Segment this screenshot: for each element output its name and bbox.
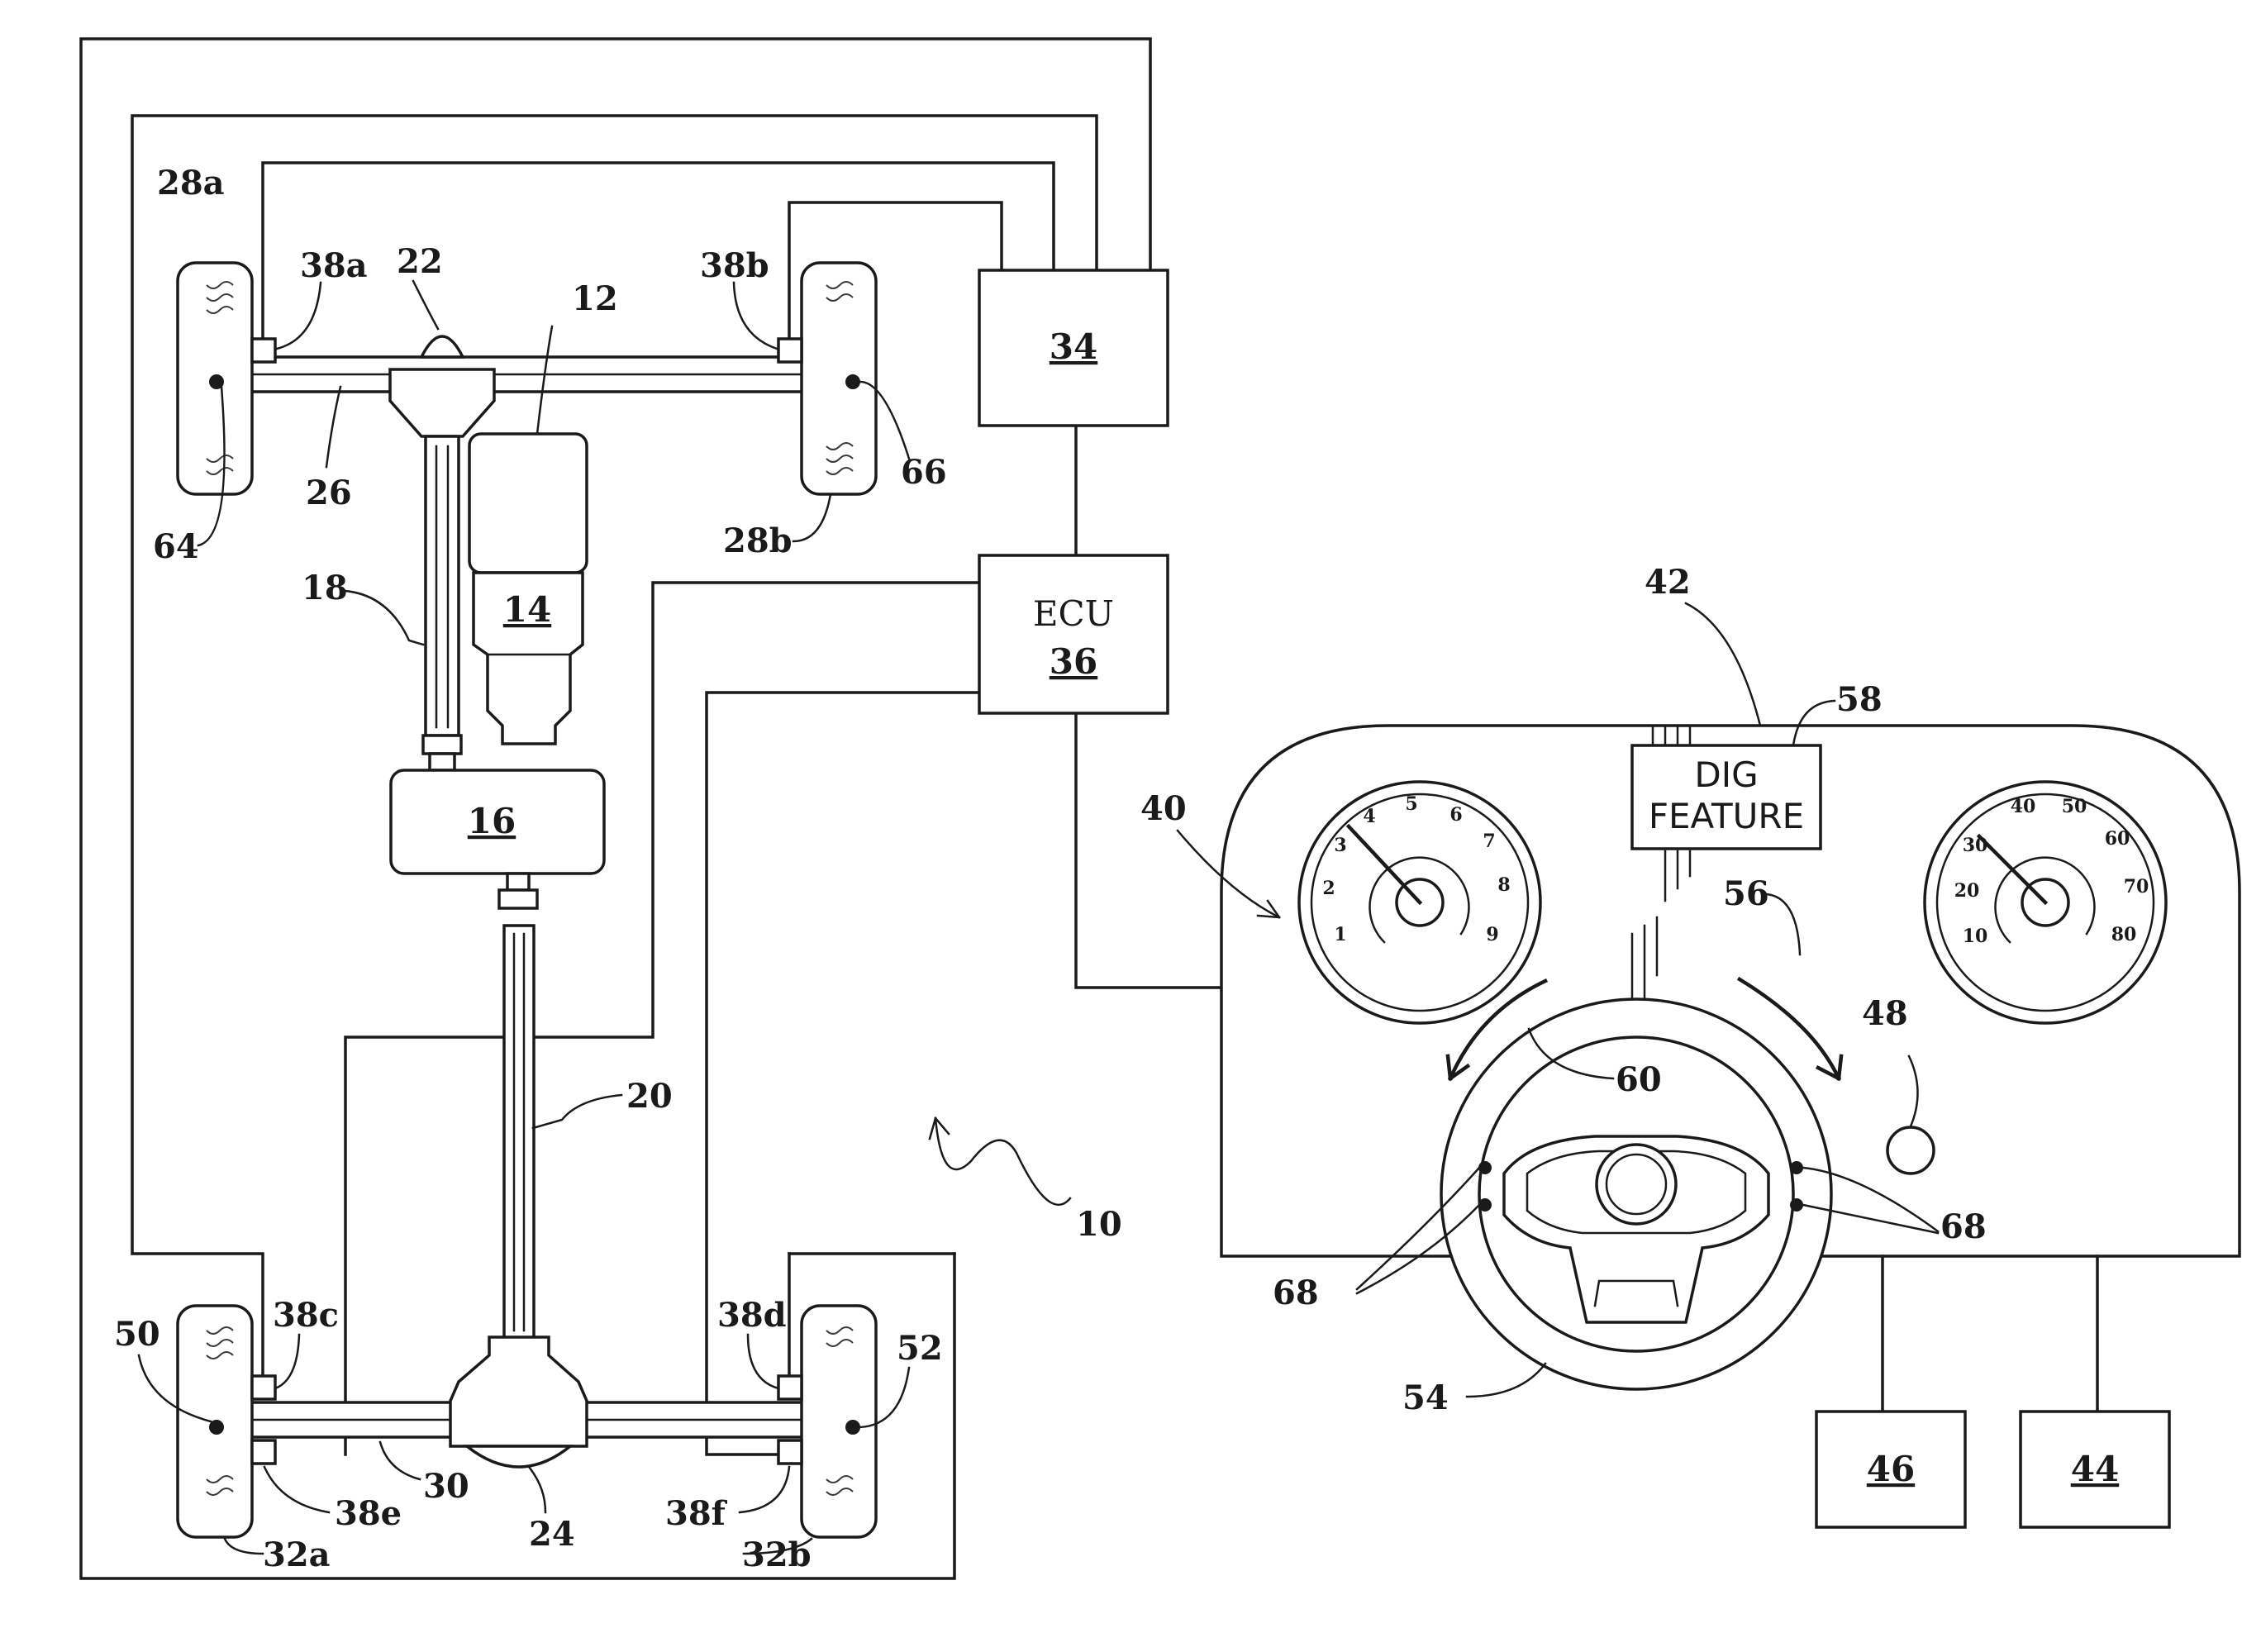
speed-10: 10 <box>1963 926 1988 947</box>
sensor-38f <box>778 1440 802 1464</box>
engine-12 <box>469 434 587 573</box>
box-16-label: 16 <box>468 801 516 841</box>
transfer-case-16: 16 <box>391 770 604 874</box>
label-38f: 38f <box>665 1494 728 1533</box>
label-68-right: 68 <box>1940 1207 1987 1246</box>
tach-6: 6 <box>1449 804 1462 826</box>
box-34-label: 34 <box>1050 326 1097 367</box>
sensor-38e <box>252 1440 275 1464</box>
label-24: 24 <box>529 1515 575 1554</box>
label-68-left: 68 <box>1273 1274 1319 1312</box>
speed-40: 40 <box>2011 796 2036 817</box>
label-28b: 28b <box>723 521 793 560</box>
label-52: 52 <box>897 1329 943 1368</box>
label-56: 56 <box>1723 874 1769 913</box>
rear-driveshaft <box>499 874 537 1339</box>
label-20: 20 <box>626 1077 673 1116</box>
wheel-32a <box>178 1306 252 1537</box>
wheel-28a <box>178 263 252 494</box>
tach-1: 1 <box>1334 924 1346 945</box>
module-44: 44 <box>2021 1412 2169 1527</box>
ecu-label: ECU <box>1033 593 1114 634</box>
label-38c: 38c <box>273 1296 339 1335</box>
box-14-label: 14 <box>503 589 551 630</box>
label-42: 42 <box>1645 563 1691 602</box>
dashboard-supports <box>1883 1256 2097 1412</box>
ecu-36: ECU 36 <box>979 555 1168 713</box>
label-10: 10 <box>1076 1205 1122 1244</box>
speed-70: 70 <box>2124 876 2149 897</box>
module-34: 34 <box>979 270 1168 426</box>
front-driveshaft <box>423 436 461 770</box>
dig-line1: DIG <box>1694 755 1758 795</box>
speed-60: 60 <box>2105 828 2130 850</box>
label-30: 30 <box>423 1467 469 1506</box>
steering-wheel <box>1441 999 1831 1389</box>
rear-axle <box>250 1337 806 1467</box>
box-36-label: 36 <box>1050 641 1097 682</box>
speedometer: 10 20 30 40 50 60 70 80 <box>1925 782 2166 1023</box>
speed-50: 50 <box>2062 796 2087 817</box>
tach-3: 3 <box>1334 835 1346 856</box>
speed-20: 20 <box>1954 880 1980 902</box>
box-46-label: 46 <box>1867 1449 1915 1489</box>
tach-8: 8 <box>1497 874 1510 896</box>
module-46: 46 <box>1816 1412 1965 1527</box>
sensor-38d <box>778 1376 802 1399</box>
label-22: 22 <box>397 242 443 281</box>
tach-2: 2 <box>1322 878 1335 899</box>
button-48 <box>1887 1127 1934 1174</box>
box-44-label: 44 <box>2071 1449 2119 1489</box>
label-32a: 32a <box>263 1535 331 1574</box>
speed-30: 30 <box>1963 835 1988 856</box>
dig-line2: FEATURE <box>1649 796 1804 836</box>
label-48: 48 <box>1862 994 1908 1033</box>
label-60: 60 <box>1616 1060 1662 1099</box>
wheel-28b <box>802 263 876 494</box>
label-54: 54 <box>1402 1378 1449 1417</box>
label-58: 58 <box>1836 680 1883 719</box>
label-38d: 38d <box>717 1296 787 1335</box>
label-18: 18 <box>302 569 348 607</box>
label-38b: 38b <box>700 246 769 285</box>
transmission-14: 14 <box>474 573 583 744</box>
label-32b: 32b <box>742 1535 812 1574</box>
tach-9: 9 <box>1486 924 1498 945</box>
label-40: 40 <box>1140 789 1187 828</box>
label-38a: 38a <box>300 246 368 285</box>
label-50: 50 <box>114 1315 160 1354</box>
label-38e: 38e <box>335 1494 402 1533</box>
tach-5: 5 <box>1405 793 1417 815</box>
label-12: 12 <box>572 279 618 318</box>
label-66: 66 <box>901 453 947 492</box>
tachometer: 1 2 3 4 5 6 7 8 9 <box>1299 782 1540 1023</box>
tach-7: 7 <box>1483 831 1495 852</box>
label-26: 26 <box>306 474 352 512</box>
wheel-32b <box>802 1306 876 1537</box>
sensor-38b <box>778 339 802 362</box>
tach-4: 4 <box>1363 806 1375 827</box>
label-28a: 28a <box>157 164 225 202</box>
sensor-38c <box>252 1376 275 1399</box>
sensor-38a <box>252 339 275 362</box>
speed-80: 80 <box>2111 924 2137 945</box>
label-64: 64 <box>153 527 199 566</box>
